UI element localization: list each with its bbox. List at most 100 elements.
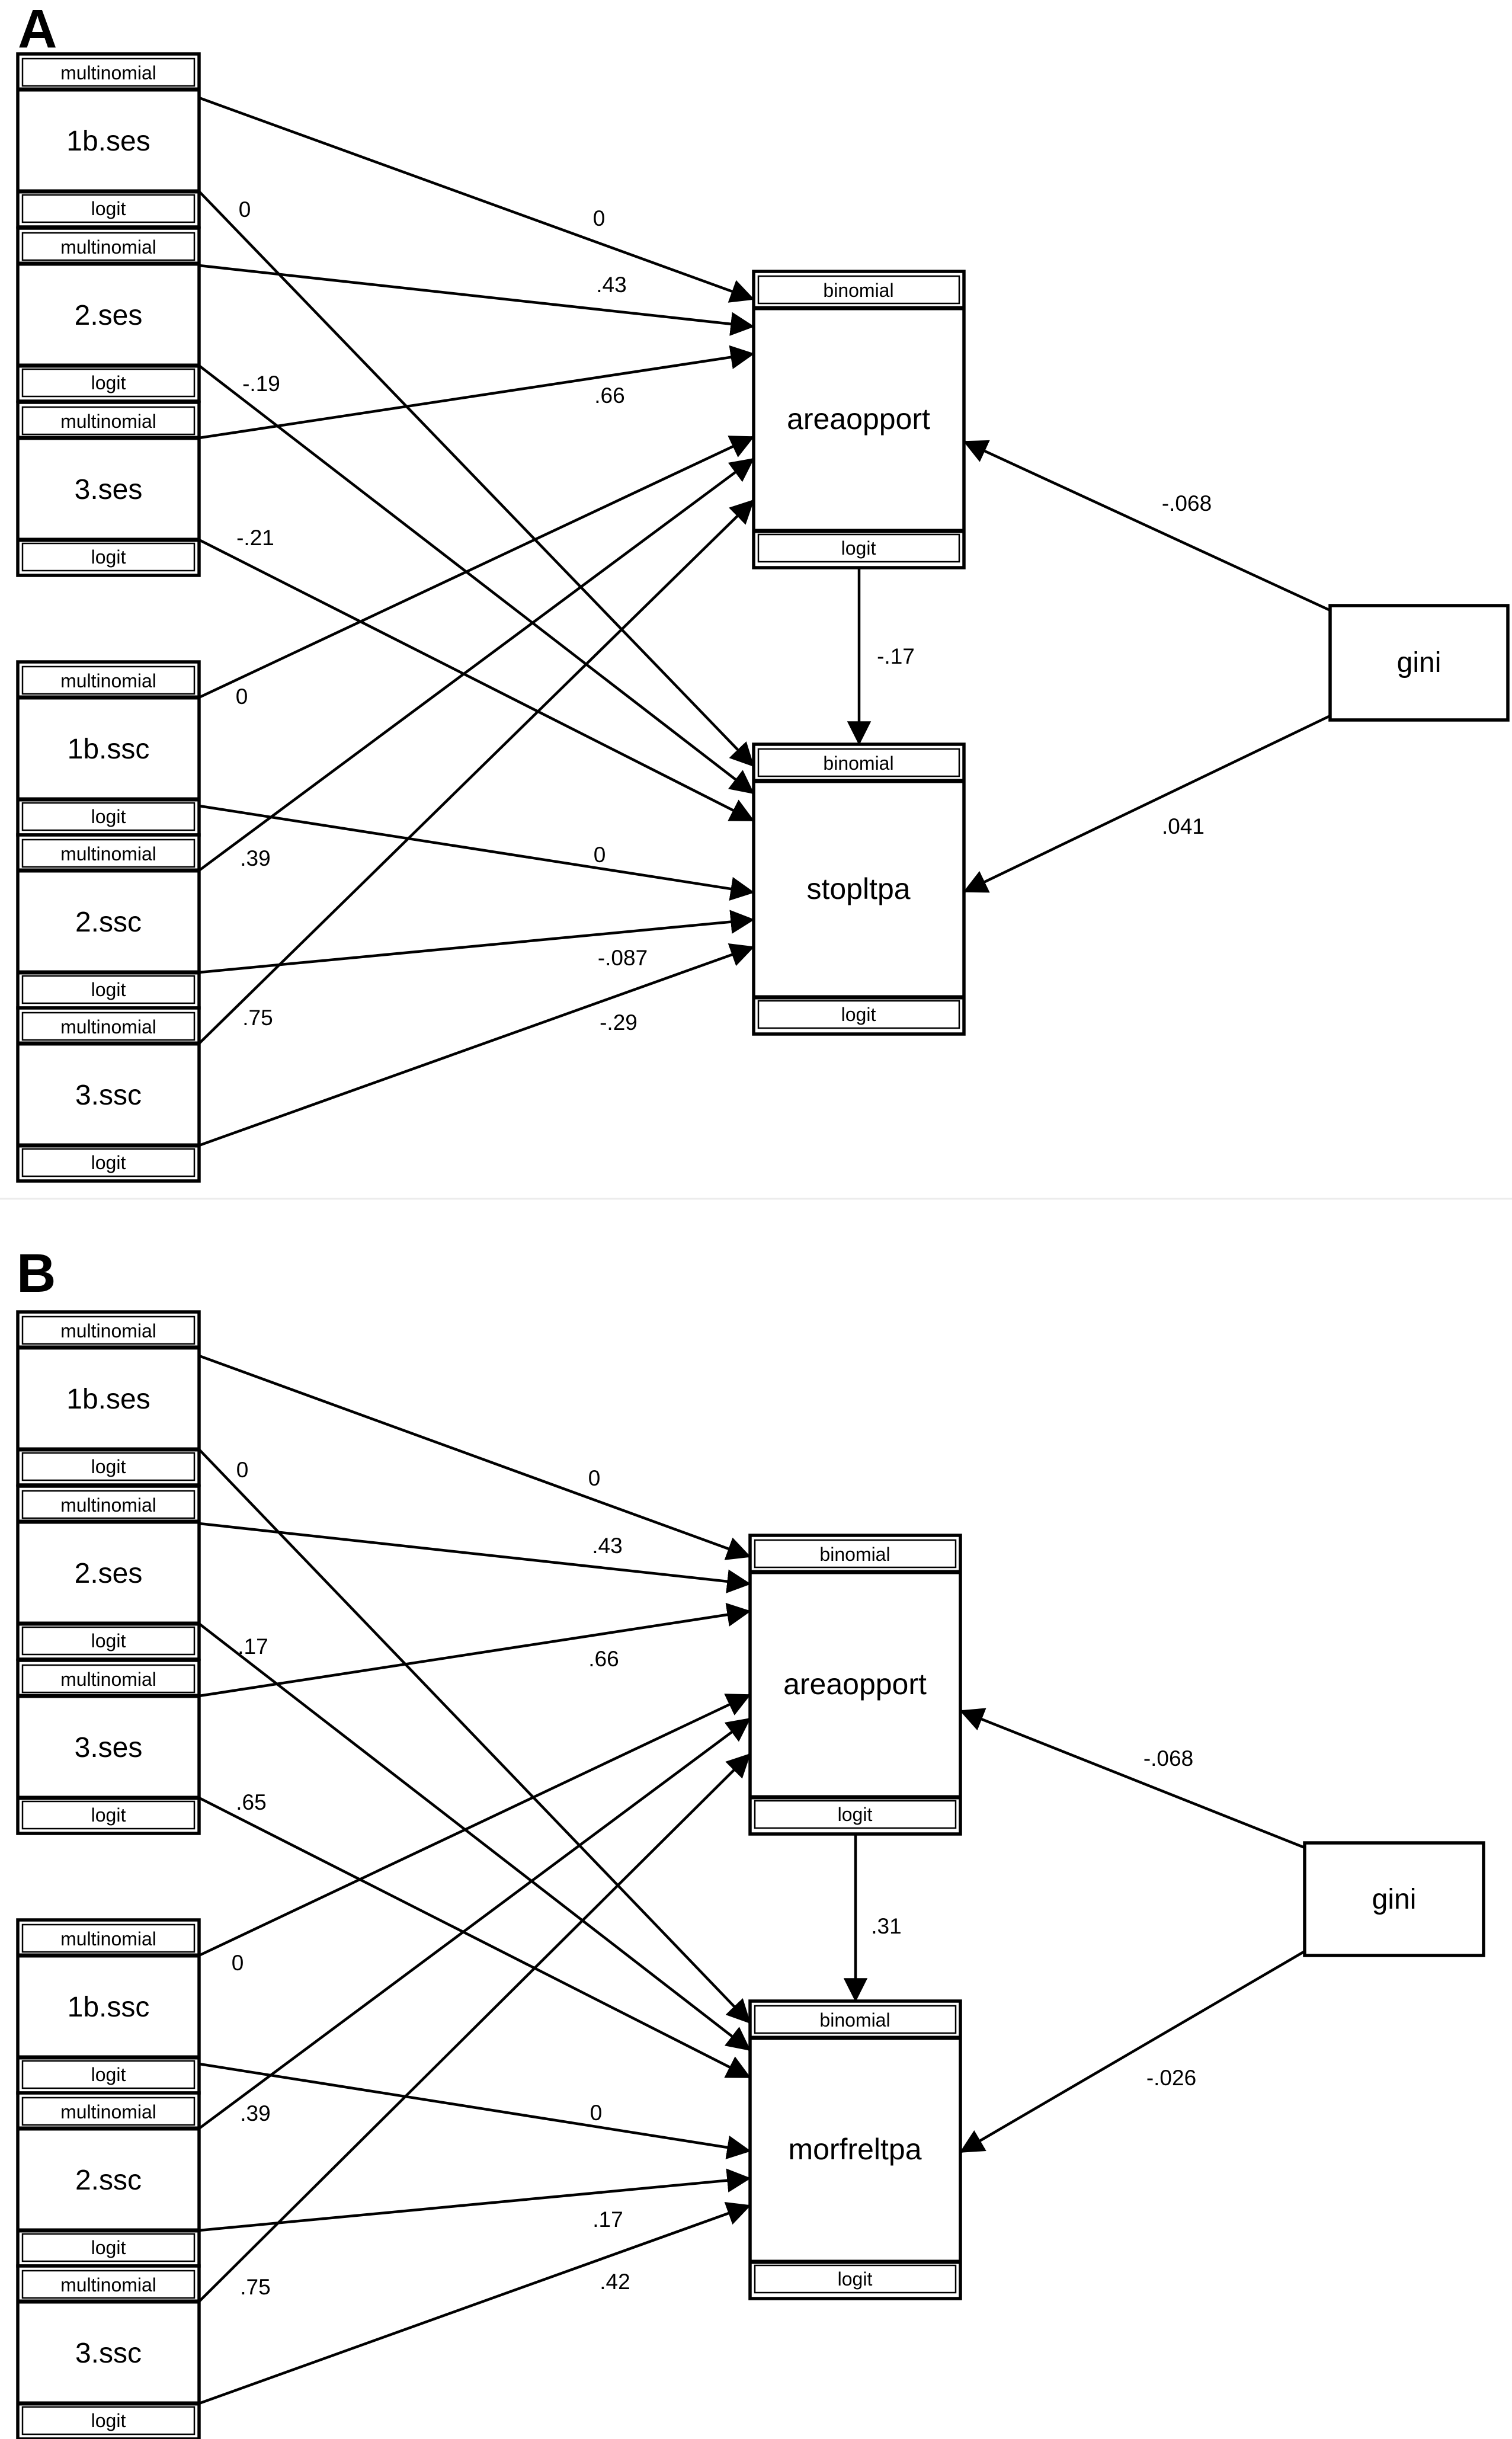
node-name-label: 3.ssc [75, 1080, 142, 1111]
node-footer-label: logit [91, 1456, 126, 1477]
node-footer-label: logit [841, 537, 876, 559]
node-footer-label: logit [91, 2410, 126, 2431]
edge-gini-to-morfreltpa-b [959, 1950, 1306, 2153]
edge-3ssc-to-stopltpa-a [198, 943, 755, 1147]
node-morfreltpa-b: binomial morfreltpa logit [748, 1999, 962, 2300]
node-2.ses-a: multinomial 2.ses logit [16, 226, 201, 403]
node-footer-label: logit [91, 1630, 126, 1651]
node-header-label: multinomial [60, 1669, 156, 1690]
node-footer-band [21, 194, 196, 223]
node-name-label: 1b.ses [66, 1384, 150, 1415]
edge-2ses-to-areaopport-a [198, 264, 755, 336]
node-header-label: multinomial [60, 1494, 156, 1516]
node-name-label: areaopport [783, 1667, 927, 1701]
coef-label: 0 [588, 1466, 601, 1490]
panel-b: B 0 .43 .66 0 .17 .65 0 [16, 1243, 1485, 2439]
node-name-label: 2.ssc [75, 2165, 142, 2196]
edge-1bses-to-stopltpa-a [198, 190, 755, 767]
node-header-band [21, 2096, 196, 2126]
node-name-label: 2.ses [75, 1558, 143, 1589]
edge-2ssc-to-stopltpa-a [198, 910, 755, 974]
coef-label: .66 [588, 1647, 619, 1671]
node-2.ses-b: multinomial 2.ses logit [16, 1484, 201, 1661]
coef-label: -.17 [877, 644, 915, 668]
node-header-band [21, 406, 196, 436]
node-2.ssc-b: multinomial 2.ssc logit [16, 2091, 201, 2268]
node-header-label: multinomial [60, 1016, 156, 1038]
node-name-label: areaopport [787, 402, 930, 436]
node-footer-band [21, 1626, 196, 1656]
coef-label: 0 [236, 684, 248, 709]
edge-3ses-to-stopltpa-a [198, 538, 755, 822]
edge-3ssc-to-morfreltpa-b [198, 2202, 751, 2405]
node-header-label: binomial [819, 2009, 890, 2031]
node-footer-band [754, 2264, 957, 2294]
node-name-label: 1b.ssc [68, 1992, 150, 2023]
node-header-label: multinomial [60, 2101, 156, 2123]
coef-label: 0 [593, 206, 606, 231]
coef-label: .041 [1162, 814, 1205, 838]
edge-3ssc-to-areaopport-a [198, 499, 755, 1045]
node-header-label: multinomial [60, 62, 156, 84]
node-footer-band [21, 1452, 196, 1481]
node-gini-a: gini [1328, 604, 1510, 722]
node-areaopport-b: binomial areaopport logit [748, 1534, 962, 1836]
node-name-label: gini [1372, 1884, 1417, 1915]
edge-2ses-to-morfreltpa-b [198, 1622, 751, 2051]
node-footer-band [21, 368, 196, 398]
node-footer-label: logit [91, 546, 126, 568]
coef-label: .75 [240, 2275, 270, 2299]
node-header-band [21, 665, 196, 695]
node-footer-label: logit [91, 979, 126, 1000]
node-header-band [757, 275, 960, 305]
node-stopltpa-a: binomial stopltpa logit [752, 742, 966, 1036]
edge-gini-to-stopltpa-a [963, 714, 1331, 894]
node-footer-label: logit [838, 1804, 873, 1825]
node-1b.ssc-b: multinomial 1b.ssc logit [16, 1918, 201, 2095]
panel-a: A 0 .43 .66 0 -.19 -.21 0 [16, 0, 1510, 1183]
node-footer-label: logit [91, 372, 126, 393]
node-footer-band [21, 2406, 196, 2435]
node-1b.ses-a: multinomial 1b.ses logit [16, 52, 201, 229]
panel-b-coefficients: 0 .43 .66 0 .17 .65 0 .39 .75 0 .17 .42 … [232, 1458, 1196, 2299]
node-1b.ssc-a: multinomial 1b.ssc logit [16, 660, 201, 837]
edge-gini-to-areaopport-a [963, 440, 1331, 612]
node-3.ssc-b: multinomial 3.ssc logit [16, 2264, 201, 2439]
node-header-band [21, 1012, 196, 1041]
node-name-label: 2.ses [75, 300, 143, 331]
node-footer-label: logit [91, 198, 126, 219]
edge-1bses-to-morfreltpa-b [198, 1448, 751, 2024]
node-areaopport-a: binomial areaopport logit [752, 270, 966, 569]
coef-label: 0 [590, 2101, 603, 2125]
edge-1bssc-to-stopltpa-a [198, 804, 755, 901]
node-footer-band [21, 2233, 196, 2262]
node-footer-band [21, 1800, 196, 1830]
edge-3ses-to-morfreltpa-b [198, 1796, 751, 2079]
node-outline [1303, 1841, 1485, 1957]
edge-3ssc-to-areaopport-b [198, 1753, 751, 2303]
node-header-band [21, 1315, 196, 1345]
node-footer-label: logit [91, 806, 126, 827]
node-name-label: 3.ssc [75, 2338, 142, 2369]
node-header-band [21, 57, 196, 87]
node-name-label: 3.ses [75, 474, 143, 505]
node-header-label: multinomial [60, 1320, 156, 1342]
node-header-label: multinomial [60, 411, 156, 432]
coef-label: -.068 [1143, 1746, 1193, 1771]
node-footer-band [754, 1800, 957, 1829]
node-footer-band [21, 2060, 196, 2089]
node-header-band [21, 232, 196, 261]
node-footer-label: logit [91, 2237, 126, 2258]
node-name-label: 1b.ses [66, 126, 150, 157]
coef-label: .31 [871, 1914, 901, 1938]
edge-gini-to-areaopport-b [959, 1708, 1305, 1849]
coef-label: -.087 [598, 946, 648, 970]
node-1b.ses-b: multinomial 1b.ses logit [16, 1310, 201, 1487]
node-header-band [754, 2005, 957, 2034]
node-footer-label: logit [91, 2064, 126, 2085]
node-header-band [21, 1664, 196, 1694]
node-footer-label: logit [91, 1152, 126, 1173]
node-header-band [21, 838, 196, 868]
